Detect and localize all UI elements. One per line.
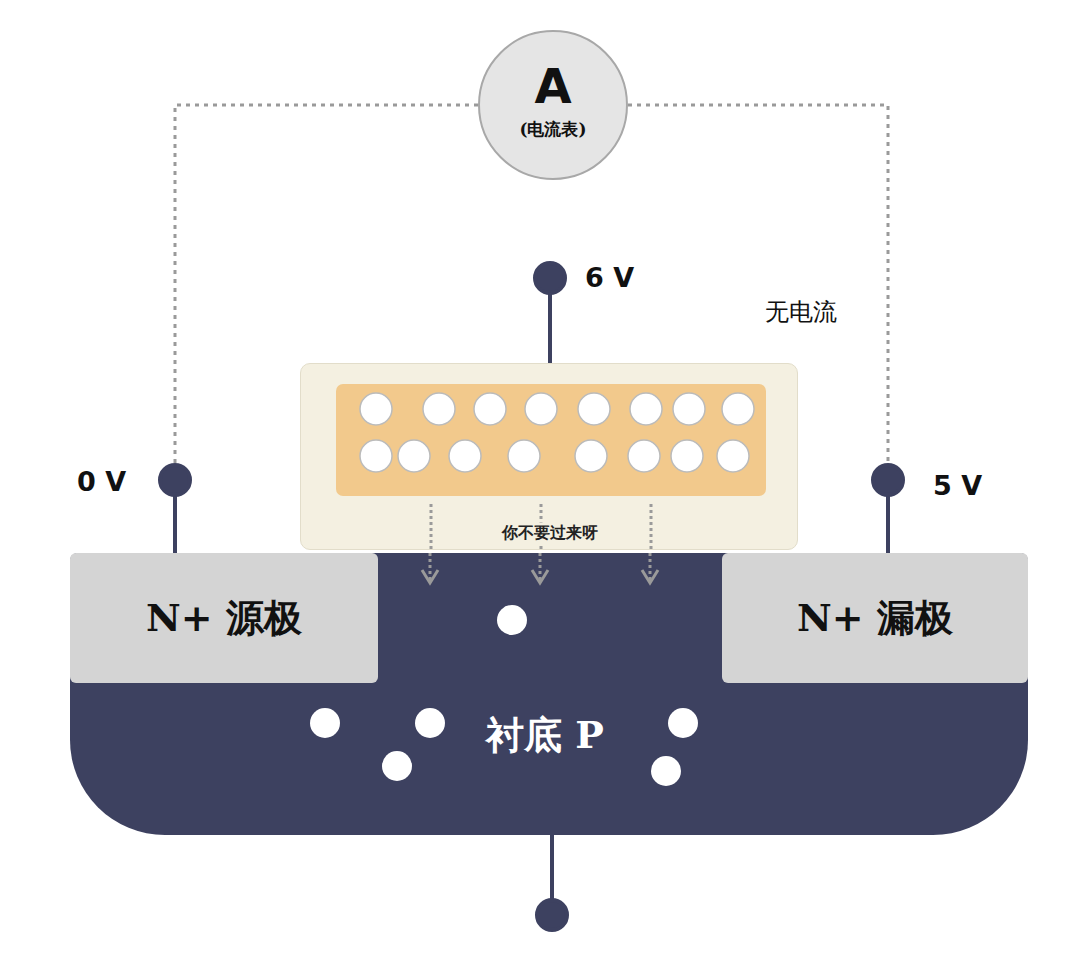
field-arrow (650, 504, 653, 551)
electron (423, 393, 455, 425)
electron (497, 605, 527, 635)
gate-box: 你不要过来呀 (300, 363, 798, 550)
electron (578, 393, 610, 425)
electron (630, 393, 662, 425)
drain-terminal (873, 465, 903, 495)
ammeter-circle: A (电流表) (478, 30, 628, 180)
electron (415, 708, 445, 738)
source-label: N+ 源极 (146, 593, 302, 644)
substrate-label: 衬底 P (486, 710, 604, 761)
electron (360, 393, 392, 425)
ammeter-symbol: A (534, 62, 571, 110)
electron (360, 440, 392, 472)
electron (382, 751, 412, 781)
electron (722, 393, 754, 425)
field-arrow (430, 504, 433, 551)
electron (398, 440, 430, 472)
ammeter-caption: (电流表) (519, 118, 586, 141)
electron (575, 440, 607, 472)
source-region: N+ 源极 (70, 553, 378, 683)
electron (525, 393, 557, 425)
gate-voltage: 6 V (585, 262, 634, 293)
electron (668, 708, 698, 738)
body-terminal (537, 900, 567, 930)
source-voltage: 0 V (77, 466, 126, 497)
substrate-region: 衬底 P N+ 源极 N+ 漏极 (70, 553, 1028, 835)
electron (310, 708, 340, 738)
gate-electrode (336, 384, 766, 496)
arrow-head (532, 570, 548, 583)
drain-label: N+ 漏极 (797, 593, 953, 644)
arrow-head (642, 570, 658, 583)
current-note: 无电流 (765, 296, 837, 328)
electron (673, 393, 705, 425)
electron (474, 393, 506, 425)
electron (449, 440, 481, 472)
arrow-head (422, 570, 438, 583)
gate-note: 你不要过来呀 (499, 523, 601, 544)
electron (508, 440, 540, 472)
electron (717, 440, 749, 472)
drain-voltage: 5 V (933, 470, 982, 501)
gate-terminal (535, 263, 565, 293)
electron (671, 440, 703, 472)
drain-region: N+ 漏极 (722, 553, 1028, 683)
source-terminal (160, 465, 190, 495)
electron (628, 440, 660, 472)
electron (651, 756, 681, 786)
